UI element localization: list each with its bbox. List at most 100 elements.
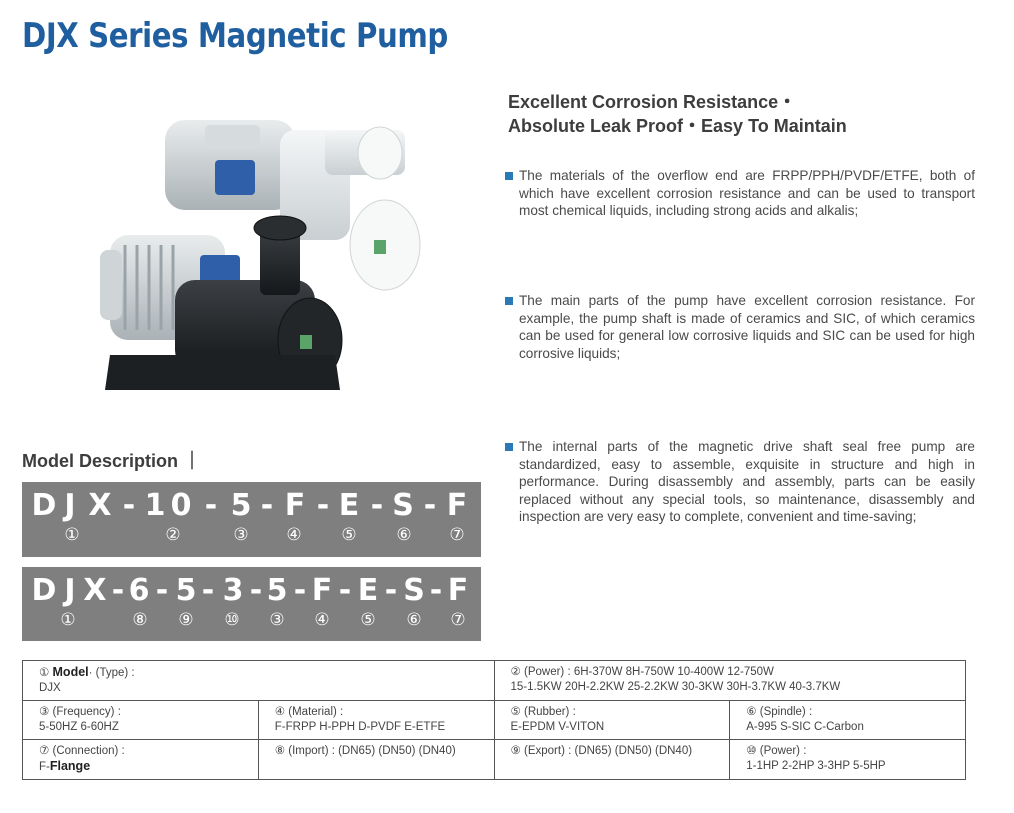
model-code-char: - bbox=[204, 488, 218, 523]
power-header: ② (Power) : 6H-370W 8H-750W 10-400W 12-7… bbox=[510, 666, 774, 678]
model-code-char: D bbox=[31, 573, 57, 608]
model-cell: ① Model· (Type) : DJX bbox=[22, 660, 495, 701]
model-code-char: X bbox=[83, 573, 107, 608]
table-row: ① Model· (Type) : DJX ② (Power) : 6H-370… bbox=[22, 660, 966, 701]
model-code-position-number: ② bbox=[165, 525, 181, 544]
connection-cell: ⑦ (Connection) : F-Flange bbox=[22, 739, 259, 780]
model-code-char: 5 bbox=[230, 488, 252, 523]
model-code-position-number: ⑨ bbox=[178, 610, 194, 629]
spec-table: ① Model· (Type) : DJX ② (Power) : 6H-370… bbox=[22, 660, 966, 780]
frequency-header: ③ (Frequency) : bbox=[39, 706, 121, 718]
model-code-position-number: ④ bbox=[286, 525, 302, 544]
import-header: ⑧ (Import) : (DN65) (DN50) (DN40) bbox=[274, 745, 456, 757]
spindle-header: ⑥ (Spindle) : bbox=[746, 706, 813, 718]
model-code-position-number: ③ bbox=[233, 525, 249, 544]
black-pump bbox=[100, 215, 343, 390]
model-value: DJX bbox=[39, 682, 61, 694]
material-header: ④ (Material) : bbox=[274, 706, 344, 718]
model-code-position-number: ③ bbox=[269, 610, 285, 629]
material-values: F-FRPP H-PPH D-PVDF E-ETFE bbox=[274, 721, 446, 733]
connection-prefix: F- bbox=[39, 761, 50, 773]
model-code-char: - bbox=[155, 573, 169, 608]
power-hp-values: 1-1HP 2-2HP 3-3HP 5-5HP bbox=[746, 760, 886, 772]
rubber-cell: ⑤ (Rubber) : E-EPDM V-VITON bbox=[493, 700, 731, 740]
feature-text: The main parts of the pump have excellen… bbox=[519, 293, 975, 361]
power-values: 15-1.5KW 20H-2.2KW 25-2.2KW 30-3KW 30H-3… bbox=[510, 681, 841, 693]
model-code-char: J bbox=[64, 573, 76, 608]
model-code-char: - bbox=[293, 573, 307, 608]
model-code-position-number: ⑥ bbox=[396, 525, 412, 544]
page-title: DJX Series Magnetic Pump bbox=[22, 16, 448, 56]
model-code-char: 1 bbox=[144, 488, 166, 523]
feature-text: The internal parts of the magnetic drive… bbox=[519, 439, 975, 524]
features-heading: Excellent Corrosion Resistance・ Absolute… bbox=[508, 90, 988, 138]
import-cell: ⑧ (Import) : (DN65) (DN50) (DN40) bbox=[257, 739, 495, 780]
model-code-char: - bbox=[429, 573, 443, 608]
pump-product-image bbox=[40, 85, 480, 425]
heading-line-2: Absolute Leak Proof・Easy To Maintain bbox=[508, 116, 847, 136]
feature-item-2: The main parts of the pump have excellen… bbox=[505, 292, 975, 362]
model-code-char: - bbox=[260, 488, 274, 523]
model-code-char: S bbox=[392, 488, 414, 523]
connection-value: Flange bbox=[49, 759, 91, 773]
model-number: ① bbox=[39, 667, 50, 679]
model-code-char: F bbox=[446, 488, 468, 523]
model-code-char: F bbox=[284, 488, 306, 523]
model-code-char: X bbox=[88, 488, 112, 523]
model-code-position-number: ④ bbox=[314, 610, 330, 629]
model-code-char: S bbox=[403, 573, 425, 608]
rubber-header: ⑤ (Rubber) : bbox=[510, 706, 576, 718]
frequency-cell: ③ (Frequency) : 5-50HZ 6-60HZ bbox=[22, 700, 259, 740]
frequency-values: 5-50HZ 6-60HZ bbox=[39, 721, 119, 733]
model-code-numbers: ① ② ③ ④ ⑤ ⑥ ⑦ bbox=[22, 525, 481, 545]
connection-header: ⑦ (Connection) : bbox=[39, 745, 125, 757]
feature-item-1: The materials of the overflow end are FR… bbox=[505, 167, 975, 220]
model-code-char: D bbox=[31, 488, 57, 523]
model-code-char: 6 bbox=[128, 573, 150, 608]
table-row: ③ (Frequency) : 5-50HZ 6-60HZ ④ (Materia… bbox=[22, 700, 966, 740]
model-label: Model bbox=[52, 665, 89, 679]
model-code-char: E bbox=[357, 573, 379, 608]
model-code-char: - bbox=[384, 573, 398, 608]
model-code-char: F bbox=[311, 573, 333, 608]
bullet-square-icon bbox=[505, 172, 513, 180]
model-code-char: E bbox=[338, 488, 360, 523]
table-row: ⑦ (Connection) : F-Flange ⑧ (Import) : (… bbox=[22, 739, 966, 780]
model-code-char: J bbox=[64, 488, 76, 523]
model-code-position-number: ⑥ bbox=[406, 610, 422, 629]
power-hp-header: ⑩ (Power) : bbox=[746, 745, 807, 757]
model-description-label: Model Description ｜ bbox=[22, 451, 202, 471]
model-code-char: 5 bbox=[266, 573, 288, 608]
power-hp-cell: ⑩ (Power) : 1-1HP 2-2HP 3-3HP 5-5HP bbox=[729, 739, 966, 780]
model-code-char: F bbox=[447, 573, 469, 608]
feature-item-3: The internal parts of the magnetic drive… bbox=[505, 438, 975, 526]
model-code-position-number: ① bbox=[64, 525, 80, 544]
model-code-char: 5 bbox=[175, 573, 197, 608]
model-code-position-number: ⑦ bbox=[449, 525, 465, 544]
export-header: ⑨ (Export) : (DN65) (DN50) (DN40) bbox=[510, 745, 693, 757]
material-cell: ④ (Material) : F-FRPP H-PPH D-PVDF E-ETF… bbox=[257, 700, 495, 740]
export-cell: ⑨ (Export) : (DN65) (DN50) (DN40) bbox=[493, 739, 731, 780]
feature-text: The materials of the overflow end are FR… bbox=[519, 168, 975, 218]
spindle-values: A-995 S-SIC C-Carbon bbox=[746, 721, 864, 733]
model-code-char: 3 bbox=[222, 573, 244, 608]
model-code-position-number: ① bbox=[60, 610, 76, 629]
heading-line-1: Excellent Corrosion Resistance・ bbox=[508, 92, 797, 112]
model-code-char: - bbox=[370, 488, 384, 523]
model-type-label: · (Type) : bbox=[88, 667, 135, 679]
model-code-char: - bbox=[249, 573, 263, 608]
bullet-square-icon bbox=[505, 443, 513, 451]
model-code-char: - bbox=[316, 488, 330, 523]
model-code-position-number: ⑦ bbox=[450, 610, 466, 629]
model-code-char: - bbox=[338, 573, 352, 608]
model-code-position-number: ⑤ bbox=[341, 525, 357, 544]
model-code-char: - bbox=[423, 488, 437, 523]
model-code-char: - bbox=[122, 488, 136, 523]
power-cell: ② (Power) : 6H-370W 8H-750W 10-400W 12-7… bbox=[493, 660, 966, 701]
spindle-cell: ⑥ (Spindle) : A-995 S-SIC C-Carbon bbox=[729, 700, 966, 740]
